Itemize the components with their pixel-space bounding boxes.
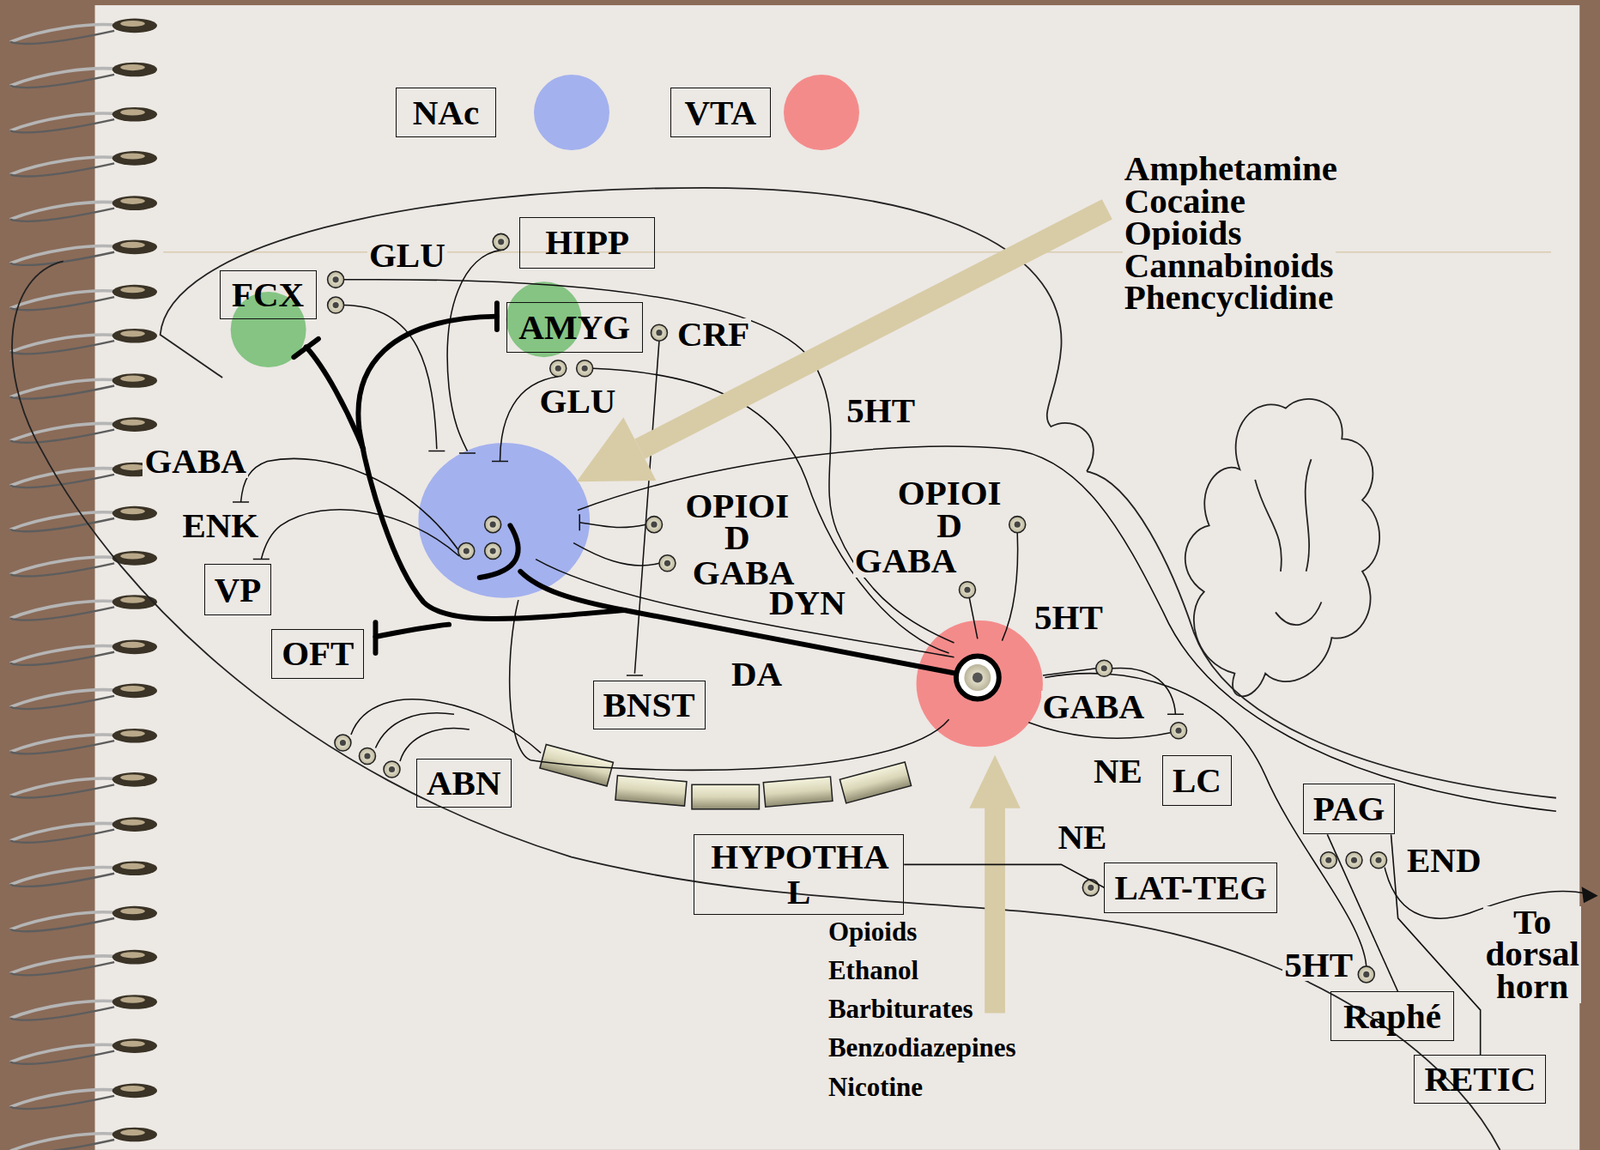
annotation-label: Opioids <box>826 918 919 946</box>
region-box: HYPOTHA L <box>693 834 904 916</box>
region-name: BNST <box>603 687 696 723</box>
axon-lines <box>232 249 1588 967</box>
region-box: Raphé <box>1330 991 1455 1041</box>
legend-swatch <box>783 74 860 151</box>
tract-bundle <box>539 744 912 809</box>
region-name: FCX <box>231 277 304 313</box>
brain-outline <box>12 187 1557 1150</box>
region-name: HYPOTHA L <box>710 839 887 910</box>
annotation-label: 5HT <box>844 394 917 428</box>
annotation-label: Nicotine <box>826 1073 925 1101</box>
legend-box: NAc <box>395 87 497 138</box>
region-box: BNST <box>593 680 706 730</box>
colored-regions <box>230 281 1043 747</box>
annotation-label: GABA <box>1041 690 1146 724</box>
drug-arrows <box>576 209 1108 1014</box>
region-box: LC <box>1162 755 1232 807</box>
annotation-label: Cocaine <box>1122 185 1248 219</box>
annotation-label: Phencyclidine <box>1122 281 1336 315</box>
neurons <box>327 233 1388 983</box>
paper <box>95 5 1581 1150</box>
annotation-label: GABA <box>690 557 796 590</box>
annotation-label: Cannabinoids <box>1122 249 1336 283</box>
region-name: PAG <box>1313 791 1386 827</box>
annotation-label: GLU <box>537 385 618 419</box>
annotation-label: Ethanol <box>826 957 921 984</box>
region-name: AMYG <box>518 309 631 346</box>
region-name: LAT-TEG <box>1114 870 1267 906</box>
connector <box>903 864 1104 888</box>
annotation-label: END <box>1405 844 1484 878</box>
dopamine-pathway <box>293 303 977 678</box>
annotation-label: 5HT <box>1282 949 1355 982</box>
annotation-label: Opioids <box>1122 217 1244 250</box>
annotation-label: GLU <box>367 239 448 273</box>
region-name: LC <box>1172 763 1222 799</box>
legend-text: VTA <box>684 95 758 131</box>
region-box: RETIC <box>1413 1054 1546 1104</box>
region-name: RETIC <box>1424 1061 1536 1097</box>
annotation-label: OPIOI D <box>683 490 791 555</box>
region-box: HIPP <box>519 217 655 268</box>
annotation-label: To dorsal horn <box>1483 906 1581 1004</box>
spiral-binding <box>10 18 158 1150</box>
annotation-label: NE <box>1091 755 1145 788</box>
region-name: ABN <box>426 765 502 801</box>
region-box: OFT <box>271 629 364 679</box>
annotation-label: Amphetamine <box>1122 152 1340 186</box>
region-name: Raphé <box>1343 999 1442 1035</box>
annotation-label: GABA <box>142 445 248 479</box>
region-box: LAT-TEG <box>1103 862 1278 914</box>
region-box: PAG <box>1303 783 1396 835</box>
legend-swatch <box>533 74 610 151</box>
region-box: FCX <box>219 270 317 320</box>
annotation-label: Benzodiazepines <box>826 1034 1019 1061</box>
region-name: VP <box>214 572 262 608</box>
annotation-label: 5HT <box>1032 601 1105 635</box>
annotation-label: GABA <box>853 545 958 578</box>
annotation-label: CRF <box>675 318 752 352</box>
annotation-label: DYN <box>767 587 848 620</box>
arrowhead <box>1581 886 1599 904</box>
region-box: ABN <box>416 758 512 808</box>
region-box: AMYG <box>506 302 643 353</box>
legend-text: NAc <box>412 95 479 131</box>
annotation-label: ENK <box>180 509 261 543</box>
annotation-label: Barbiturates <box>826 995 976 1023</box>
legend-box: VTA <box>670 87 771 138</box>
region-name: OFT <box>281 636 354 672</box>
region-box: VP <box>204 563 273 615</box>
annotation-label: OPIOI D <box>896 477 1004 542</box>
edge-label: NE <box>1055 821 1109 855</box>
annotation-label: DA <box>729 658 784 691</box>
region-name: HIPP <box>545 224 630 261</box>
